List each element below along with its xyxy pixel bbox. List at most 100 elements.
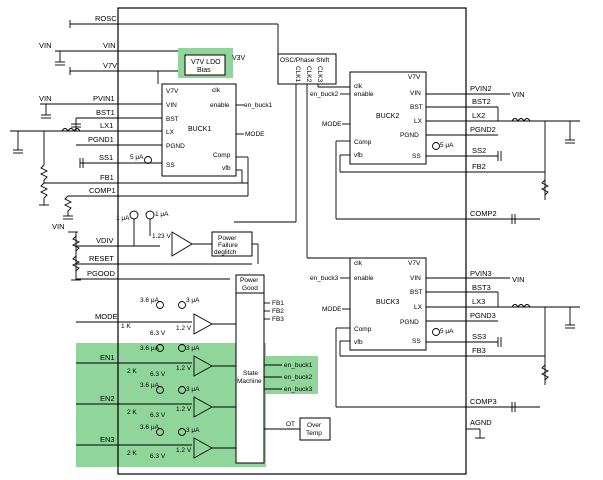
sm-out2: en_buck2 <box>284 374 313 381</box>
buck2-vin: VIN <box>410 90 421 97</box>
pin-pgnd2: PGND2 <box>470 125 496 134</box>
sm-line1: State <box>243 370 259 377</box>
power-failure-block: 1 μA 1 μA 1.23 V Power Failure deglitch <box>116 210 259 264</box>
buck2-en-label: en_buck2 <box>310 91 339 98</box>
buck1-v7v: V7V <box>166 88 179 95</box>
buck1-clk: clk <box>212 87 221 94</box>
pin-lx2: LX2 <box>472 111 485 120</box>
svg-text:6.3 V: 6.3 V <box>150 330 166 337</box>
buck1-mode: MODE <box>245 131 265 138</box>
buck1-pgnd: PGND <box>166 143 185 150</box>
buck1-lx: LX <box>166 129 175 136</box>
pin-vin: VIN <box>103 41 116 50</box>
svg-text:1 K: 1 K <box>121 323 131 330</box>
buck1-vin: VIN <box>166 102 177 109</box>
state-machine-block: State Machine en_buck1 en_buck2 en_buck3 <box>235 292 313 464</box>
pg-fb3: FB3 <box>272 316 284 323</box>
buck3-vin: VIN <box>410 275 421 282</box>
buck3-ss-current: 5 μA <box>440 328 454 335</box>
comparator-en1: 3.6 μA 3 μA 6.3 V 1.2 V 2 K <box>127 344 236 378</box>
osc-clk2: CLK2 <box>305 66 312 83</box>
pin-v7v: V7V <box>103 61 117 70</box>
buck1-comp: Comp <box>213 152 231 159</box>
svg-text:2 K: 2 K <box>127 409 137 416</box>
over-temp-block: Over Temp OT <box>264 417 331 441</box>
svg-text:2 K: 2 K <box>127 450 137 457</box>
buck2-v7v: V7V <box>408 74 421 81</box>
svg-text:3.6 μA: 3.6 μA <box>140 424 160 431</box>
pfd-ref: 1.23 V <box>152 233 171 240</box>
buck3-mode: MODE <box>322 306 342 313</box>
power-good-block: Power Good FB1 FB2 FB3 <box>235 274 284 323</box>
buck2-vfb: vfb <box>354 152 363 159</box>
pin-mode: MODE <box>95 312 118 321</box>
pg-fb2: FB2 <box>272 308 284 315</box>
buck1-bst: BST <box>166 116 179 123</box>
ldo-block: V7V LDO Bias V3V <box>184 54 246 76</box>
buck1-ss: SS <box>166 162 175 169</box>
ldo-title: V7V LDO <box>191 59 221 66</box>
svg-text:3 μA: 3 μA <box>186 297 200 304</box>
vin-buck3-label: VIN <box>512 275 525 284</box>
right-pins: PVIN2 VIN BST2 LX2 PGND2 SS2 FB2 COMP2 P… <box>336 84 575 439</box>
pin-bst1: BST1 <box>96 108 115 117</box>
pin-rosc: ROSC <box>95 14 117 23</box>
pin-lx1: LX1 <box>100 121 113 130</box>
pin-agnd: AGND <box>470 418 492 427</box>
buck3-enable: enable <box>354 275 374 282</box>
pfd-line3: deglitch <box>214 249 237 256</box>
vin-lower-label: VIN <box>39 94 52 103</box>
pin-ss1: SS1 <box>99 153 113 162</box>
buck3-clk: clk <box>354 260 363 267</box>
buck1-name: BUCK1 <box>188 126 211 133</box>
pfd-i1: 1 μA <box>116 215 130 222</box>
pin-reset: RESET <box>89 254 114 263</box>
ot-label: OT <box>286 421 295 428</box>
buck3-en-label: en_buck3 <box>310 275 339 282</box>
osc-block: OSC/Phase Shift CLK1 CLK2 CLK3 <box>234 53 350 259</box>
svg-text:3 μA: 3 μA <box>186 386 200 393</box>
pin-lx3: LX3 <box>472 297 485 306</box>
buck3-vfb: vfb <box>354 339 363 346</box>
pin-fb3: FB3 <box>472 346 486 355</box>
svg-text:3 μA: 3 μA <box>186 427 200 434</box>
svg-text:1.2 V: 1.2 V <box>176 365 192 372</box>
pin-pvin1: PVIN1 <box>93 94 115 103</box>
pin-ss2: SS2 <box>472 146 486 155</box>
pin-comp2: COMP2 <box>470 209 497 218</box>
pfd-line2: Failure <box>218 242 238 249</box>
buck1-enable: enable <box>210 102 230 109</box>
buck2-comp: Comp <box>354 139 372 146</box>
svg-text:2 K: 2 K <box>127 368 137 375</box>
comparator-en3: 3.6 μA 3 μA 6.3 V 1.2 V 2 K <box>127 424 236 460</box>
pfd-i2: 1 μA <box>155 211 169 218</box>
pin-vdiv: VDIV <box>96 236 114 245</box>
buck2-ss: SS <box>412 153 421 160</box>
buck3-block: clk enable V7V VIN BST BUCK3 LX PGND Com… <box>310 257 580 407</box>
pin-pvin3: PVIN3 <box>470 269 492 278</box>
buck3-pgnd: PGND <box>400 319 419 326</box>
buck2-mode: MODE <box>322 121 342 128</box>
left-pins: ROSC VIN VIN V7V PVIN1 VIN BST1 LX1 PGND… <box>10 14 279 446</box>
svg-text:3.6 μA: 3.6 μA <box>140 297 160 304</box>
comparator-mode: 3.6 μA 3 μA 6.3 V 1.2 V 1 K <box>121 297 236 337</box>
buck2-name: BUCK2 <box>376 113 399 120</box>
buck2-bst: BST <box>410 104 423 111</box>
sm-out1: en_buck1 <box>284 362 313 369</box>
buck3-comp: Comp <box>354 326 372 333</box>
pin-en2: EN2 <box>100 394 115 403</box>
pin-en3: EN3 <box>100 435 115 444</box>
buck2-pgnd: PGND <box>400 132 419 139</box>
pin-ss3: SS3 <box>472 332 486 341</box>
svg-text:1.2 V: 1.2 V <box>176 406 192 413</box>
buck1-vfb: vfb <box>222 165 231 172</box>
buck2-ss-current: 5 μA <box>440 142 454 149</box>
osc-clk1: CLK1 <box>294 66 301 83</box>
pin-fb1: FB1 <box>100 173 114 182</box>
pg-line1: Power <box>240 277 259 284</box>
pin-bst2: BST2 <box>472 97 491 106</box>
buck2-clk: clk <box>354 83 363 90</box>
enable-logic-highlight <box>76 343 266 467</box>
pin-bst3: BST3 <box>472 283 491 292</box>
